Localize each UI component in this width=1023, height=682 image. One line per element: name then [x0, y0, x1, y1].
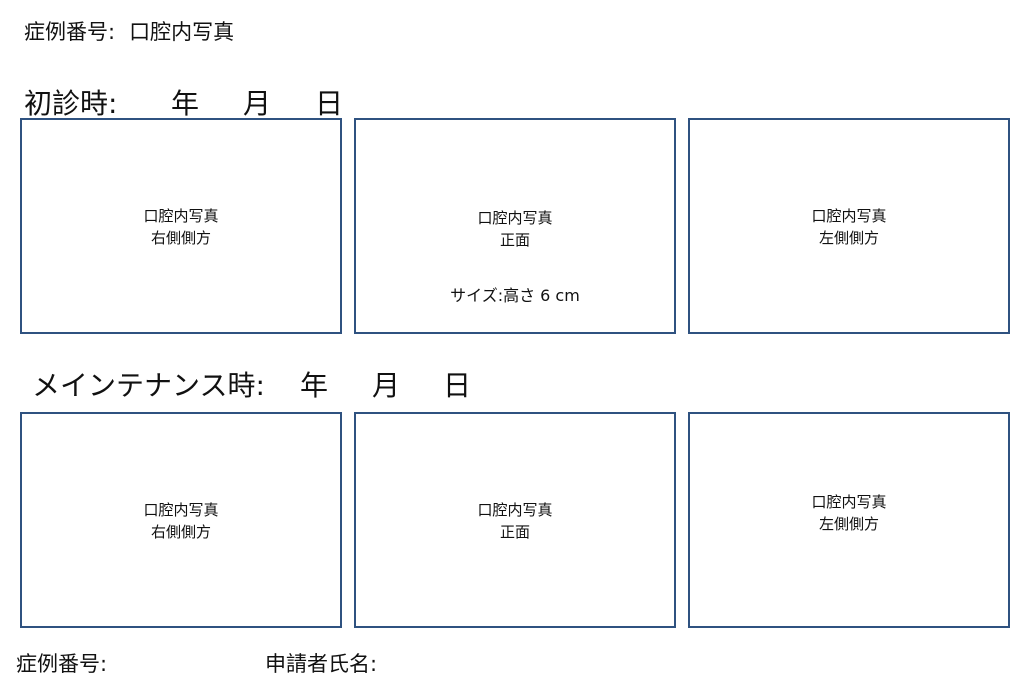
photo-view-text: 正面 [499, 231, 530, 249]
photo-type-text: 口腔内写真 [143, 501, 219, 519]
maintenance-day-unit: 日 [443, 369, 472, 402]
maintenance-label: メインテナンス時: [32, 369, 265, 402]
case-number-label: 症例番号: [24, 20, 116, 44]
initial-left-lateral-photo-box[interactable]: 口腔内写真 左側側方 [688, 118, 1010, 334]
photo-view-text: 右側側方 [150, 229, 211, 247]
initial-visit-month-unit: 月 [243, 87, 272, 120]
initial-right-lateral-photo-box[interactable]: 口腔内写真 右側側方 [20, 118, 342, 334]
maintenance-month-unit: 月 [372, 369, 401, 402]
footer-applicant-name-label: 申請者氏名: [265, 652, 378, 676]
initial-frontal-photo-box[interactable]: 口腔内写真 正面 サイズ:高さ 6 cm [354, 118, 676, 334]
photo-size-note: サイズ:高さ 6 cm [450, 286, 580, 305]
photo-box-label: 口腔内写真 正面 [356, 499, 674, 543]
photo-type-text: 口腔内写真 [143, 207, 219, 225]
maintenance-left-lateral-photo-box[interactable]: 口腔内写真 左側側方 [688, 412, 1010, 628]
photo-box-label: 口腔内写真 左側側方 [690, 205, 1008, 249]
photo-view-text: 左側側方 [818, 229, 879, 247]
photo-view-text: 左側側方 [818, 515, 879, 533]
photo-view-text: 右側側方 [150, 523, 211, 541]
footer-case-number-label: 症例番号: [16, 652, 108, 676]
photo-type-text: 口腔内写真 [477, 209, 553, 227]
photo-box-label: 口腔内写真 左側側方 [690, 491, 1008, 535]
photo-type-text: 口腔内写真 [811, 207, 887, 225]
photo-view-text: 正面 [499, 523, 530, 541]
initial-visit-label: 初診時: [24, 87, 118, 120]
maintenance-right-lateral-photo-box[interactable]: 口腔内写真 右側側方 [20, 412, 342, 628]
maintenance-year-unit: 年 [300, 369, 329, 402]
photo-box-label: 口腔内写真 正面 [356, 207, 674, 251]
initial-visit-day-unit: 日 [315, 87, 344, 120]
photo-type-text: 口腔内写真 [811, 493, 887, 511]
page-header: 症例番号: 口腔内写真 [24, 16, 234, 46]
document-title: 口腔内写真 [129, 20, 235, 44]
initial-visit-year-unit: 年 [171, 87, 200, 120]
maintenance-frontal-photo-box[interactable]: 口腔内写真 正面 [354, 412, 676, 628]
photo-box-label: 口腔内写真 右側側方 [22, 499, 340, 543]
photo-box-label: 口腔内写真 右側側方 [22, 205, 340, 249]
photo-type-text: 口腔内写真 [477, 501, 553, 519]
